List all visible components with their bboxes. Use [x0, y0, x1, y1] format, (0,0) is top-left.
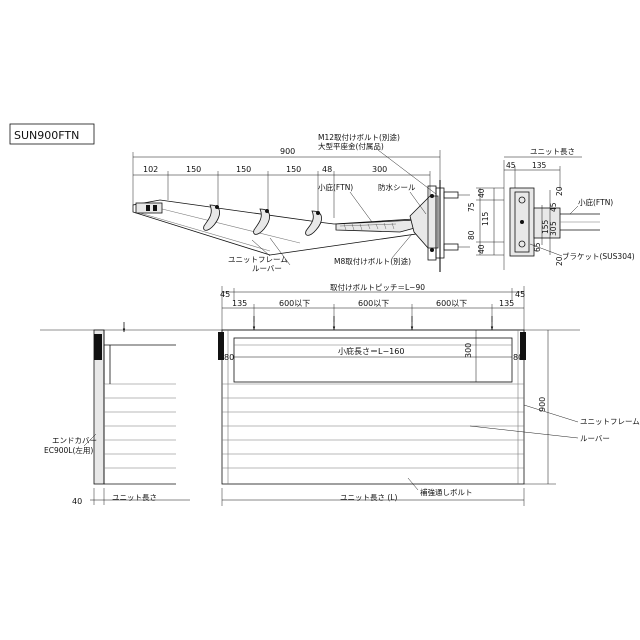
side-dim-65: 65 [533, 242, 542, 252]
dim-150-b: 150 [236, 165, 251, 174]
front-dim-135-left: 135 [232, 299, 247, 308]
dim-150-a: 150 [186, 165, 201, 174]
side-dim-40-bot: 40 [477, 244, 486, 254]
end-dim-40: 40 [72, 497, 82, 506]
dim-48: 48 [322, 165, 332, 174]
front-dim-45-right: 45 [515, 290, 525, 299]
side-dim-20-top: 20 [555, 186, 564, 196]
side-dim-30: 30 [549, 226, 558, 236]
front-dim-600-a: 600以下 [279, 299, 310, 308]
front-dim-600-c: 600以下 [436, 299, 467, 308]
side-dim-80: 80 [467, 230, 476, 240]
end-unit-length: ユニット長さ [112, 493, 157, 502]
dim-300-top: 300 [372, 165, 387, 174]
callout-washer: 大型平座金(付属品) [318, 141, 384, 151]
model-code: SUN900FTN [14, 129, 79, 142]
front-dim-80-right: 80 [513, 353, 523, 362]
dim-102: 102 [143, 165, 158, 174]
side-unit-length: ユニット長さ [530, 147, 575, 156]
front-callout-louver: ルーバー [580, 434, 610, 443]
side-dim-40-top: 40 [477, 188, 486, 198]
callout-louver-top: ルーバー [252, 264, 282, 273]
callout-unit-frame-top: ユニットフレーム [228, 255, 288, 264]
section-view: 900 102 150 150 150 48 300 [132, 132, 470, 273]
front-dim-135-right: 135 [499, 299, 514, 308]
front-dim-600-b: 600以下 [358, 299, 389, 308]
side-dim-45: 45 [506, 161, 516, 170]
side-callout-bracket: ブラケット(SUS304) [562, 251, 635, 261]
front-unit-length-L: ユニット長さ (L) [340, 493, 397, 502]
front-dim-80-left: 80 [224, 353, 234, 362]
dim-150-c: 150 [286, 165, 301, 174]
front-dim-900: 900 [538, 397, 547, 412]
front-pitch-label: 取付けボルトピッチ＝L−90 [330, 282, 425, 292]
side-dim-75: 75 [467, 202, 476, 212]
side-dim-45-r: 45 [549, 202, 558, 212]
side-view: ユニット長さ 45 135 40 75 115 80 40 20 45 1 [467, 147, 635, 270]
front-dim-45-left: 45 [220, 290, 230, 299]
callout-endcover-model: EC900L(左用) [44, 445, 93, 455]
front-callout-reinforce-bolt: 補強通しボルト [420, 487, 473, 497]
callout-endcover: エンドカバー [52, 436, 97, 445]
end-view: エンドカバー EC900L(左用) 40 ユニット長さ [40, 322, 190, 506]
side-dim-20-bot: 20 [555, 256, 564, 266]
front-dim-300: 300 [464, 343, 473, 358]
side-callout-eave: 小庇(FTN) [578, 197, 613, 207]
model-title-box: SUN900FTN [9, 123, 95, 145]
callout-m12-bolt: M12取付けボルト(別途) [318, 132, 400, 142]
front-view: 45 45 取付けボルトピッチ＝L−90 135 600以下 600以下 600… [180, 282, 640, 506]
callout-m8-bolt: M8取付けボルト(別途) [334, 256, 411, 266]
side-dim-135: 135 [532, 161, 547, 170]
callout-seal: 防水シール [378, 182, 416, 192]
front-callout-unit-frame: ユニットフレーム [580, 417, 640, 426]
side-dim-115: 115 [481, 211, 490, 226]
front-eave-length: 小庇長さ＝L−160 [338, 346, 404, 356]
callout-eave-top: 小庇(FTN) [318, 182, 353, 192]
side-dim-155: 155 [541, 219, 550, 234]
dim-900-top: 900 [280, 147, 295, 156]
side-dim-5: 5 [549, 221, 558, 226]
